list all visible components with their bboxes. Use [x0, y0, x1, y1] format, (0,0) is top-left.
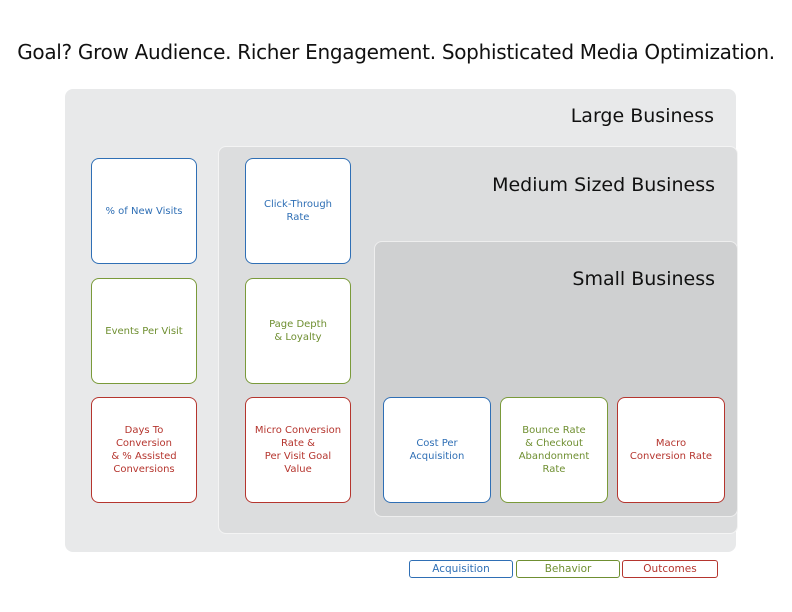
metric-label: % of New Visits — [105, 205, 183, 217]
metric-label: Bounce Rate & Checkout Abandonment Rate — [518, 425, 590, 475]
large-business-label: Large Business — [570, 105, 714, 127]
page-title: Goal? Grow Audience. Richer Engagement. … — [17, 40, 775, 64]
legend-behavior: Behavior — [516, 560, 620, 578]
metric-micro-conversion: Micro Conversion Rate & Per Visit Goal V… — [245, 397, 351, 503]
metric-label: Page Depth & Loyalty — [269, 319, 327, 343]
metric-label: Click-Through Rate — [264, 199, 332, 223]
legend-acquisition: Acquisition — [409, 560, 513, 578]
medium-business-label: Medium Sized Business — [492, 174, 715, 196]
metric-label: Events Per Visit — [105, 325, 183, 337]
metric-new-visits: % of New Visits — [91, 158, 197, 264]
metric-bounce-rate: Bounce Rate & Checkout Abandonment Rate — [500, 397, 608, 503]
metric-events-per-visit: Events Per Visit — [91, 278, 197, 384]
metric-page-depth: Page Depth & Loyalty — [245, 278, 351, 384]
metric-label: Cost Per Acquisition — [409, 438, 465, 462]
small-business-label: Small Business — [572, 268, 715, 290]
metric-label: Micro Conversion Rate & Per Visit Goal V… — [254, 425, 342, 475]
metric-days-to-conversion: Days To Conversion & % Assisted Conversi… — [91, 397, 197, 503]
metric-label: Macro Conversion Rate — [629, 438, 713, 462]
metric-macro-conversion: Macro Conversion Rate — [617, 397, 725, 503]
metric-click-through-rate: Click-Through Rate — [245, 158, 351, 264]
legend-outcomes: Outcomes — [622, 560, 718, 578]
metric-label: Days To Conversion & % Assisted Conversi… — [111, 425, 177, 475]
metric-cost-per-acquisition: Cost Per Acquisition — [383, 397, 491, 503]
